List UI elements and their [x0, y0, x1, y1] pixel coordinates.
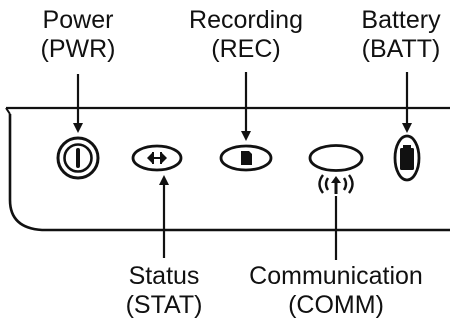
- communication-label-name: Communication: [249, 262, 423, 290]
- battery-label: Battery (BATT): [361, 6, 440, 64]
- battery-icon: [393, 134, 421, 182]
- recording-label: Recording (REC): [189, 6, 303, 64]
- power-symbol-icon: [56, 136, 100, 180]
- communication-label-abbr: (COMM): [288, 291, 384, 319]
- recording-label-name: Recording: [189, 6, 303, 34]
- status-lens-icon: [131, 144, 183, 172]
- status-label: Status (STAT): [126, 262, 203, 320]
- status-label-name: Status: [128, 262, 200, 290]
- recording-lens-icon: [219, 144, 273, 172]
- power-label-name: Power: [42, 6, 114, 34]
- power-label-abbr: (PWR): [40, 35, 116, 63]
- battery-label-name: Battery: [361, 6, 441, 34]
- recording-label-abbr: (REC): [211, 35, 281, 63]
- callout-arrows: [73, 72, 412, 260]
- communication-antenna-icon: [308, 144, 364, 194]
- device-panel: [5, 106, 450, 232]
- status-label-abbr: (STAT): [125, 291, 203, 319]
- communication-label: Communication (COMM): [249, 262, 423, 320]
- battery-label-abbr: (BATT): [361, 35, 441, 63]
- power-label: Power (PWR): [41, 6, 116, 64]
